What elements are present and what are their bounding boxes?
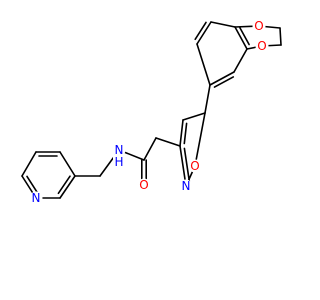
bond-benzene-6 (196, 43, 211, 86)
isoxazole-oxygen-label: O (190, 159, 199, 173)
amide-hydrogen-label-bg (113, 155, 125, 168)
bond-isoxazole-c3c4-inner (183, 122, 188, 145)
bond-pyridine-1 (21, 151, 37, 177)
pyridine-nitrogen-label: N (32, 191, 41, 205)
amide-hydrogen-label: H (114, 155, 123, 169)
bond-isoxazole-c3c4 (179, 119, 184, 147)
bond-benzene-4 (210, 21, 236, 28)
bond-benzene-3-inner (239, 26, 250, 46)
bond-pyridine-6-inner (26, 175, 39, 195)
isoxazole-nitrogen-label: N (182, 179, 191, 193)
bond-pyridine-3 (59, 151, 76, 177)
bond-benzene-1-inner (213, 76, 235, 88)
bond-ch2-isoxazole (155, 137, 181, 147)
bond-isoxazole-aryl (204, 84, 211, 114)
bond-benzene-5-inner (194, 21, 207, 41)
dioxane-oxygen-bottom-label-bg (255, 39, 269, 53)
bond-isoxazole-nc3 (179, 145, 187, 187)
bond-layer (21, 21, 282, 199)
carbonyl-oxygen-label: O (139, 178, 148, 192)
bond-carbonyl-ch2 (143, 137, 157, 161)
bond-isoxazole-c5o (194, 112, 206, 167)
bond-dioxane-3 (279, 27, 282, 46)
bond-benzene-1 (209, 71, 235, 86)
amide-nitrogen-label-bg (112, 143, 126, 157)
isoxazole-nitrogen-label-bg (179, 179, 193, 193)
bond-isoxazole-nc3-inner (183, 147, 191, 184)
dioxane-oxygen-top-label: O (254, 19, 263, 33)
dioxane-oxygen-top-label-bg (252, 19, 266, 33)
amide-nitrogen-label: N (115, 143, 124, 157)
bond-isoxazole-c4c5 (182, 112, 206, 121)
isoxazole-oxygen-label-bg (188, 159, 202, 173)
carbonyl-oxygen-label-bg (137, 178, 151, 192)
bond-pyridine-4-inner (57, 175, 71, 195)
bond-benzene-2 (233, 48, 248, 73)
dioxane-oxygen-bottom-label: O (257, 39, 266, 53)
bond-pyridine-4 (59, 175, 76, 199)
pyridine-nitrogen-label-bg (29, 191, 43, 205)
bond-benzene-3 (234, 26, 248, 50)
bond-benzene-5 (196, 21, 212, 45)
